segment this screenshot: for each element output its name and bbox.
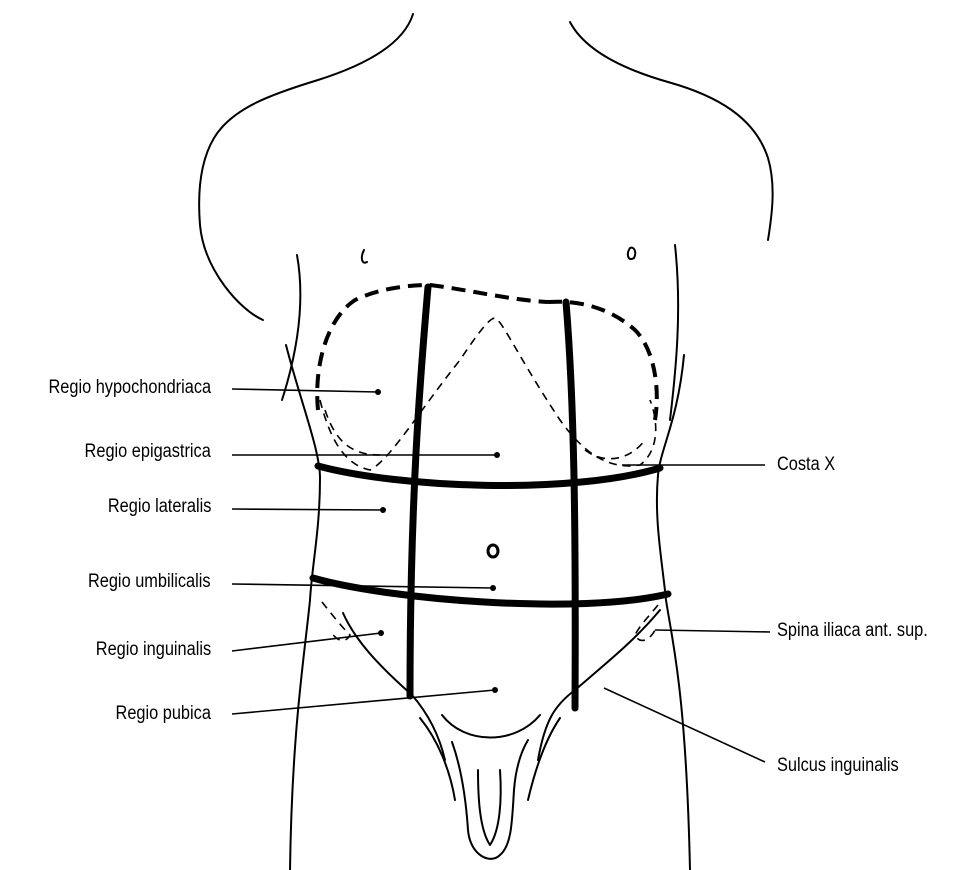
midclavicular-line-left	[410, 287, 428, 696]
spina-iliaca-right	[635, 605, 658, 640]
left-shoulder-outline	[199, 14, 413, 320]
midclavicular-line-right	[566, 302, 575, 708]
label-regio-hypochondriaca: Regio hypochondriaca	[48, 378, 211, 398]
label-regio-lateralis: Regio lateralis	[107, 497, 211, 517]
spina-iliaca-left	[322, 602, 350, 640]
left-torso-outline	[286, 345, 320, 870]
right-arm-inner-outline	[670, 245, 678, 420]
rib-outline-left	[320, 318, 656, 470]
thigh-right-fold	[528, 718, 560, 800]
rib-outline-right-inner	[585, 440, 645, 459]
left-arm-inner-outline	[282, 255, 300, 400]
left-nipple	[362, 250, 367, 263]
label-regio-inguinalis: Regio inguinalis	[96, 640, 211, 660]
leader-lateralis	[232, 509, 383, 510]
label-sulcus-inguinalis: Sulcus inguinalis	[777, 756, 899, 776]
dot-hypochondriaca	[375, 389, 381, 395]
label-regio-umbilicalis: Regio umbilicalis	[88, 572, 211, 592]
dot-pubica	[492, 687, 498, 693]
groin-line-right	[538, 610, 660, 760]
leader-pubica	[232, 690, 495, 714]
genital-inner-outline	[478, 770, 501, 845]
dot-epigastrica	[494, 452, 500, 458]
right-shoulder-outline	[570, 22, 773, 240]
dot-umbilicalis	[490, 585, 496, 591]
subcostal-plane	[318, 466, 660, 486]
thigh-left-fold	[420, 718, 455, 800]
pubic-arc	[442, 715, 540, 738]
label-spina-iliaca-ant-sup: Spina iliaca ant. sup.	[777, 621, 928, 641]
dot-inguinalis	[378, 630, 384, 636]
intertubercular-plane	[313, 578, 668, 604]
label-costa-x: Costa X	[777, 455, 835, 475]
rib-outline-left-inner	[325, 410, 380, 455]
right-torso-outline	[657, 355, 690, 870]
label-regio-pubica: Regio pubica	[116, 704, 211, 724]
dot-lateralis	[380, 507, 386, 513]
umbilicus	[488, 545, 498, 557]
label-regio-epigastrica: Regio epigastrica	[85, 442, 211, 462]
genital-outline	[452, 740, 528, 859]
leader-hypochondriaca	[232, 389, 378, 392]
right-nipple	[628, 248, 635, 259]
